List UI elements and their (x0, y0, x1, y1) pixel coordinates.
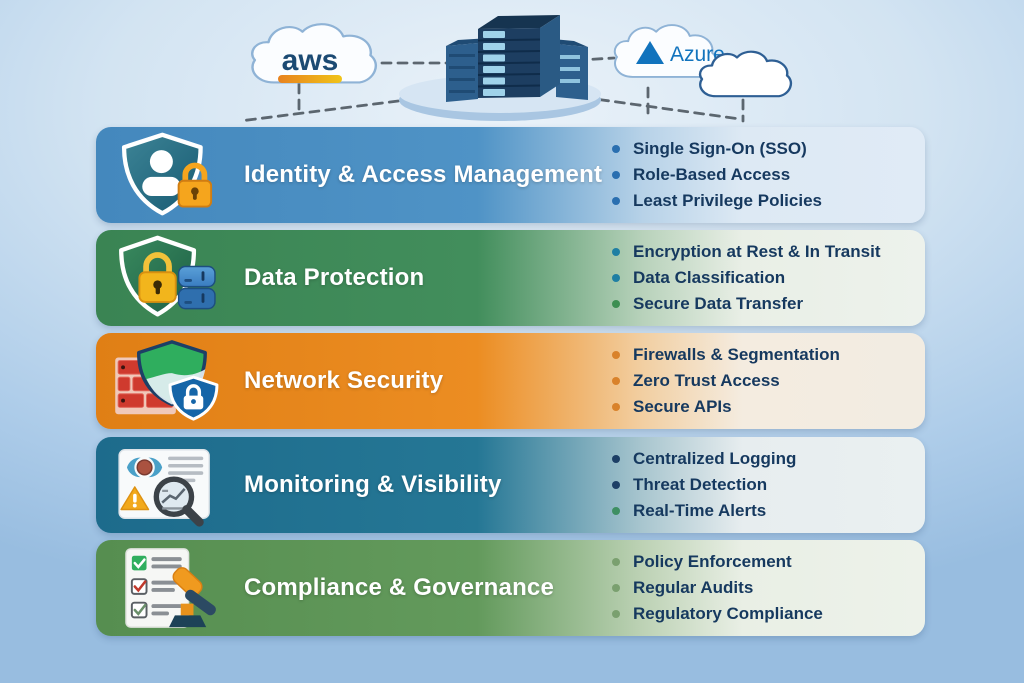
row-title: Network Security (244, 367, 444, 394)
compliance-icon-wrap (96, 543, 244, 633)
bullet-dot (612, 558, 620, 566)
checklist-gavel-icon (125, 548, 216, 628)
bullet-dot (612, 507, 620, 515)
row-compliance-governance: Compliance & Governance Policy Enforceme… (96, 540, 925, 636)
row-monitoring-visibility: Monitoring & Visibility Centralized Logg… (96, 437, 925, 533)
list-item: Policy Enforcement (612, 549, 823, 575)
bullet-dot (612, 248, 620, 256)
azure-cloud: Azure (613, 24, 725, 78)
row-identity-access-management: Identity & Access Management Single Sign… (96, 127, 925, 223)
row-data-protection: Data Protection Encryption at Rest & In … (96, 230, 925, 326)
aws-cloud: aws (251, 23, 377, 84)
list-item: Encryption at Rest & In Transit (612, 239, 881, 265)
bullet-dot (612, 481, 620, 489)
bullet-dot (612, 377, 620, 385)
bullet-dot (612, 171, 620, 179)
list-item: Centralized Logging (612, 446, 796, 472)
gavel-icon (169, 567, 216, 628)
bullet-dot (612, 455, 620, 463)
firewall-shield-lock-icon (115, 340, 219, 421)
bullet-list: Policy Enforcement Regular Audits Regula… (612, 549, 823, 627)
row-network-security: Network Security Firewalls & Segmentatio… (96, 333, 925, 429)
list-item: Regular Audits (612, 575, 823, 601)
identity-icon-wrap (96, 131, 244, 219)
shield-lock-database-icon (119, 235, 216, 317)
list-item: Real-Time Alerts (612, 498, 796, 524)
list-item: Single Sign-On (SSO) (612, 136, 822, 162)
list-item: Firewalls & Segmentation (612, 342, 840, 368)
bullet-dot (612, 197, 620, 205)
bullet-dot (612, 403, 620, 411)
aws-logo-underline (278, 75, 342, 83)
header-cloud-diagram: aws Azure (238, 15, 793, 123)
network-security-icon-wrap (96, 336, 244, 426)
bullet-text: Single Sign-On (SSO) (633, 139, 807, 158)
aws-logo-text: aws (282, 44, 339, 77)
warning-icon (120, 486, 150, 511)
bullet-dot (612, 351, 620, 359)
bullet-text: Centralized Logging (633, 449, 797, 468)
row-title: Identity & Access Management (244, 161, 603, 188)
bullet-text: Secure APIs (633, 397, 732, 416)
bullet-list: Encryption at Rest & In Transit Data Cla… (612, 239, 881, 317)
bullet-text: Regulatory Compliance (633, 604, 823, 623)
plain-cloud (698, 50, 793, 98)
bullet-text: Policy Enforcement (633, 552, 792, 571)
bullet-text: Regular Audits (633, 578, 754, 597)
azure-logo-text: Azure (670, 43, 725, 66)
list-item: Data Classification (612, 265, 881, 291)
bullet-text: Zero Trust Access (633, 371, 780, 390)
report-eye-warning-magnifier-icon (118, 449, 210, 527)
bullet-text: Real-Time Alerts (633, 501, 767, 520)
bullet-dot (612, 584, 620, 592)
shield-user-lock-icon (121, 132, 213, 216)
server-stack-icon (446, 15, 588, 102)
bullet-dot (612, 300, 620, 308)
row-title: Compliance & Governance (244, 574, 555, 601)
bullet-text: Secure Data Transfer (633, 294, 804, 313)
report-lines (168, 456, 204, 483)
monitoring-icon-wrap (96, 440, 244, 530)
bullet-text: Role-Based Access (633, 165, 791, 184)
row-title: Monitoring & Visibility (244, 471, 502, 498)
bullet-dot (612, 274, 620, 282)
list-item: Threat Detection (612, 472, 796, 498)
bullet-text: Firewalls & Segmentation (633, 345, 840, 364)
row-title: Data Protection (244, 264, 425, 291)
list-item: Least Privilege Policies (612, 188, 822, 214)
list-item: Zero Trust Access (612, 368, 840, 394)
list-item: Secure Data Transfer (612, 291, 881, 317)
bullet-text: Encryption at Rest & In Transit (633, 242, 881, 261)
list-item: Secure APIs (612, 394, 840, 420)
magnifier-icon (153, 476, 204, 527)
azure-logo-triangle (636, 41, 664, 64)
bullet-text: Least Privilege Policies (633, 191, 822, 210)
list-item: Regulatory Compliance (612, 601, 823, 627)
bullet-list: Centralized Logging Threat Detection Rea… (612, 446, 796, 524)
bullet-dot (612, 145, 620, 153)
bullet-list: Firewalls & Segmentation Zero Trust Acce… (612, 342, 840, 420)
bullet-text: Data Classification (633, 268, 786, 287)
data-protection-icon-wrap (96, 234, 244, 322)
list-item: Role-Based Access (612, 162, 822, 188)
checklist-rows (130, 555, 182, 619)
eye-icon (126, 457, 163, 478)
bullet-dot (612, 610, 620, 618)
bullet-list: Single Sign-On (SSO) Role-Based Access L… (612, 136, 822, 214)
bullet-text: Threat Detection (633, 475, 768, 494)
